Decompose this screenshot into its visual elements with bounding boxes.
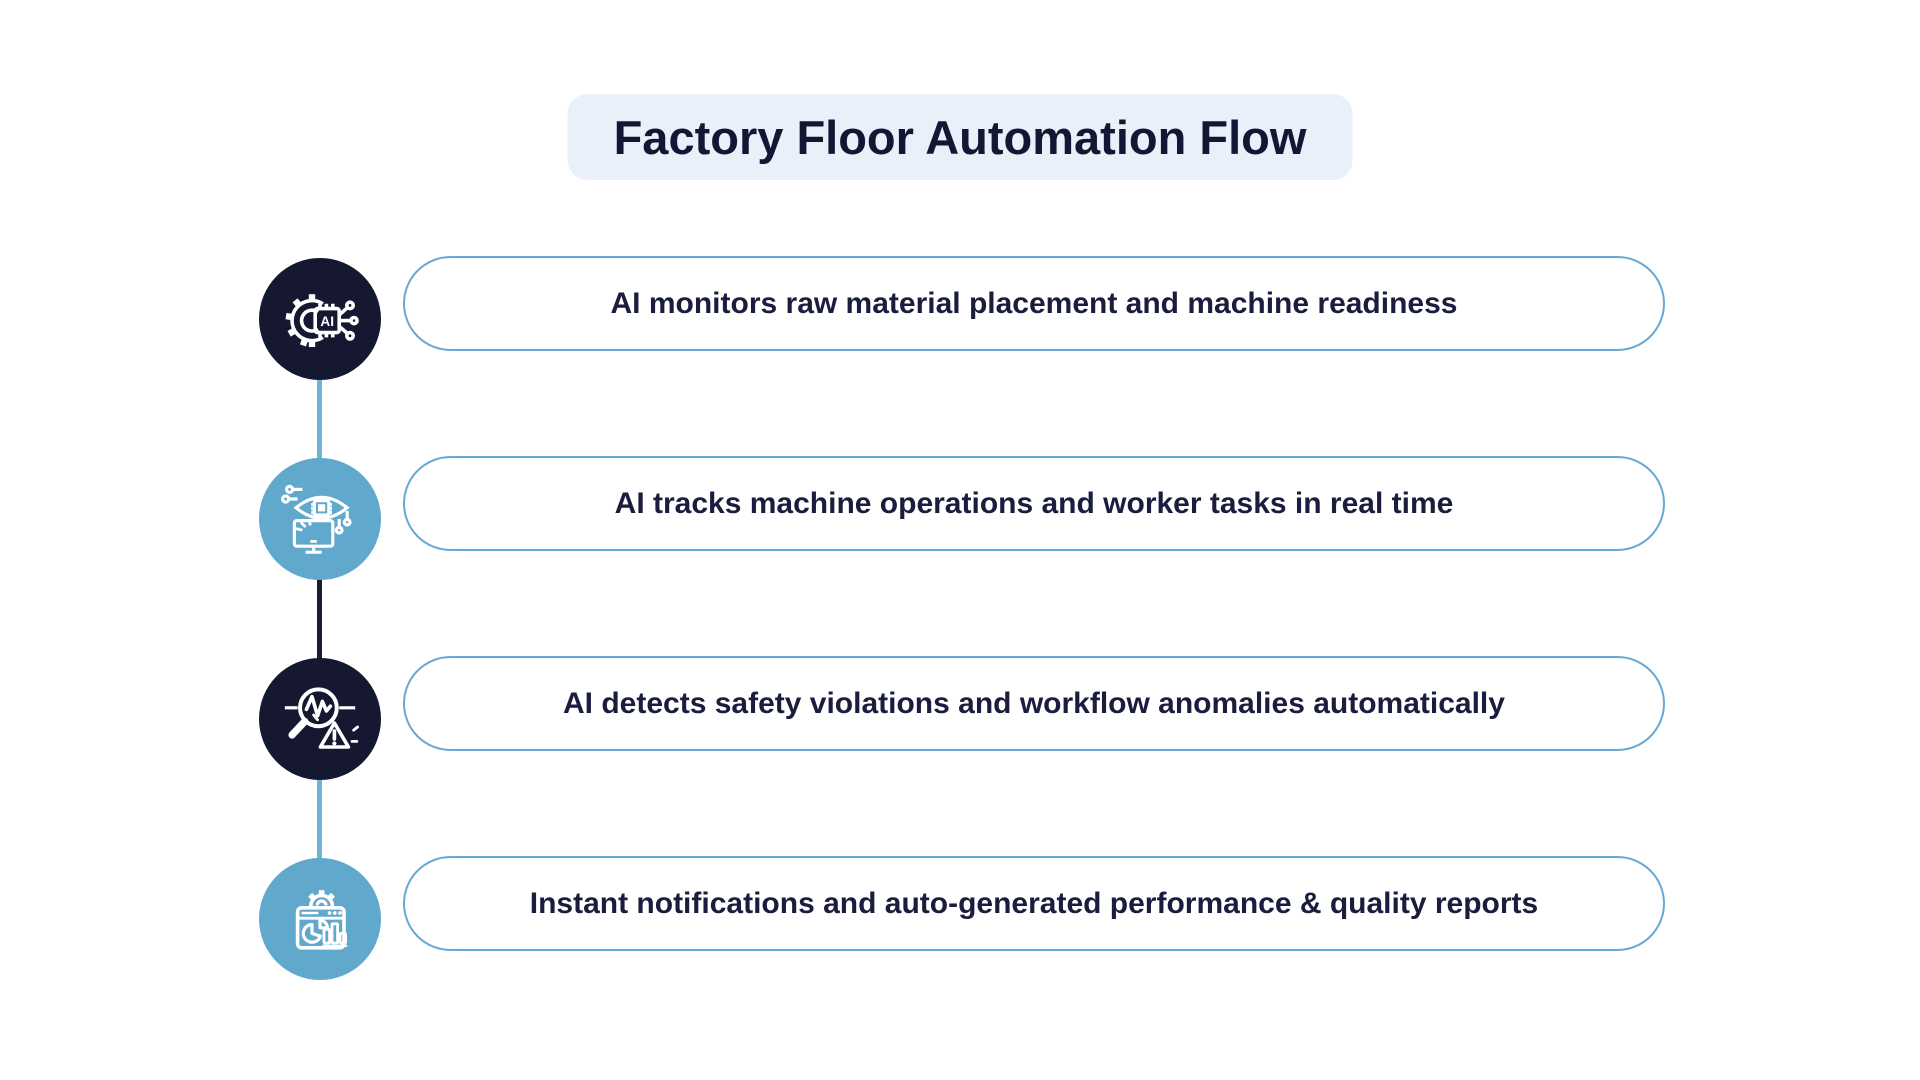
step-4-circle [259,858,381,980]
step-1-pill: AI monitors raw material placement and m… [403,256,1665,351]
connector-line-2 [317,570,322,666]
step-1-label: AI monitors raw material placement and m… [610,286,1458,320]
anomaly-detection-icon [284,687,359,749]
page-title: Factory Floor Automation Flow [567,94,1353,180]
step-2-circle [259,458,381,580]
connector-line-3 [317,770,322,866]
step-3-circle [259,658,381,780]
step-4-label: Instant notifications and auto-generated… [529,886,1539,920]
step-3-label: AI detects safety violations and workflo… [563,686,1505,720]
connector-line-1 [317,370,322,466]
ai-chip-label: AI [320,314,334,329]
step-2-pill: AI tracks machine operations and worker … [403,456,1665,551]
step-3-pill: AI detects safety violations and workflo… [403,656,1665,751]
reports-dashboard-icon [295,890,348,950]
step-2-label: AI tracks machine operations and worker … [614,486,1454,520]
ai-chip-gear-icon: AI [285,294,359,347]
step-1-circle: AI [259,258,381,380]
ai-vision-monitor-icon [280,484,352,554]
step-4-pill: Instant notifications and auto-generated… [403,856,1665,951]
